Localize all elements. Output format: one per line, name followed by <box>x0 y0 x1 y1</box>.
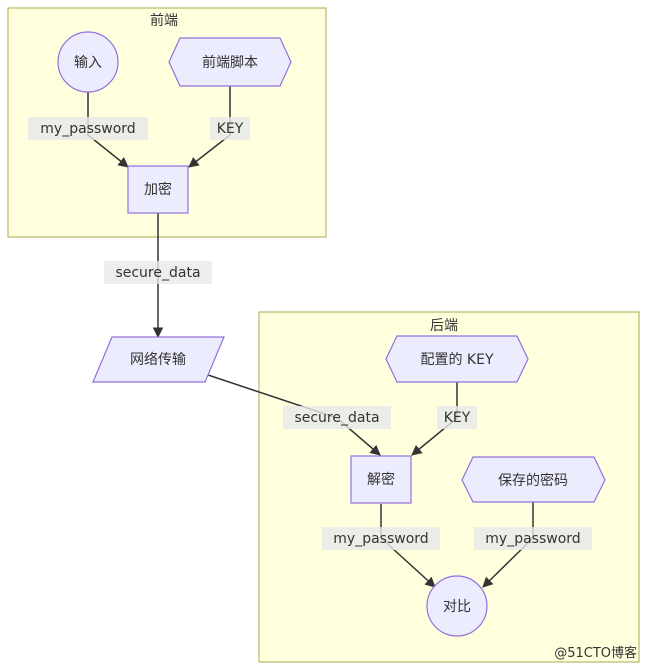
node-frontend-script-label: 前端脚本 <box>202 54 258 71</box>
edge-label-text: my_password <box>40 121 135 137</box>
node-saved-password-label: 保存的密码 <box>498 472 568 489</box>
edge-label-text: secure_data <box>115 265 200 281</box>
cluster-backend-title: 后端 <box>430 318 458 334</box>
edge-label-text: secure_data <box>294 410 379 426</box>
node-input-label: 输入 <box>74 55 102 71</box>
node-decrypt-label: 解密 <box>367 471 395 488</box>
edge-label-text: KEY <box>217 121 244 137</box>
cluster-frontend-title: 前端 <box>150 12 178 29</box>
edge-label-input-encrypt: my_password <box>28 117 148 140</box>
edge-label-network-decrypt: secure_data <box>283 406 391 429</box>
edge-label-encrypt-network: secure_data <box>104 261 212 284</box>
watermark: @51CTO博客 <box>554 645 637 661</box>
node-frontend-script: 前端脚本 <box>168 37 292 87</box>
node-encrypt: 加密 <box>127 165 189 214</box>
node-saved-password: 保存的密码 <box>461 456 606 503</box>
node-network-transfer: 网络传输 <box>92 336 225 383</box>
node-configured-key: 配置的 KEY <box>385 335 529 383</box>
node-configured-key-label: 配置的 KEY <box>420 352 493 368</box>
edge-label-text: KEY <box>444 410 471 426</box>
node-compare-label: 对比 <box>443 599 471 615</box>
node-input: 输入 <box>57 31 119 93</box>
node-decrypt: 解密 <box>350 455 412 504</box>
node-compare: 对比 <box>426 575 488 637</box>
edge-label-script-encrypt: KEY <box>210 117 250 140</box>
node-encrypt-label: 加密 <box>144 181 172 198</box>
node-network-transfer-label: 网络传输 <box>130 352 186 368</box>
edge-label-text: my_password <box>485 531 580 547</box>
edge-label-decrypt-compare: my_password <box>322 527 440 550</box>
edge-label-text: my_password <box>333 531 428 547</box>
edge-label-saved-compare: my_password <box>474 527 592 550</box>
edge-label-key-decrypt: KEY <box>437 406 477 429</box>
